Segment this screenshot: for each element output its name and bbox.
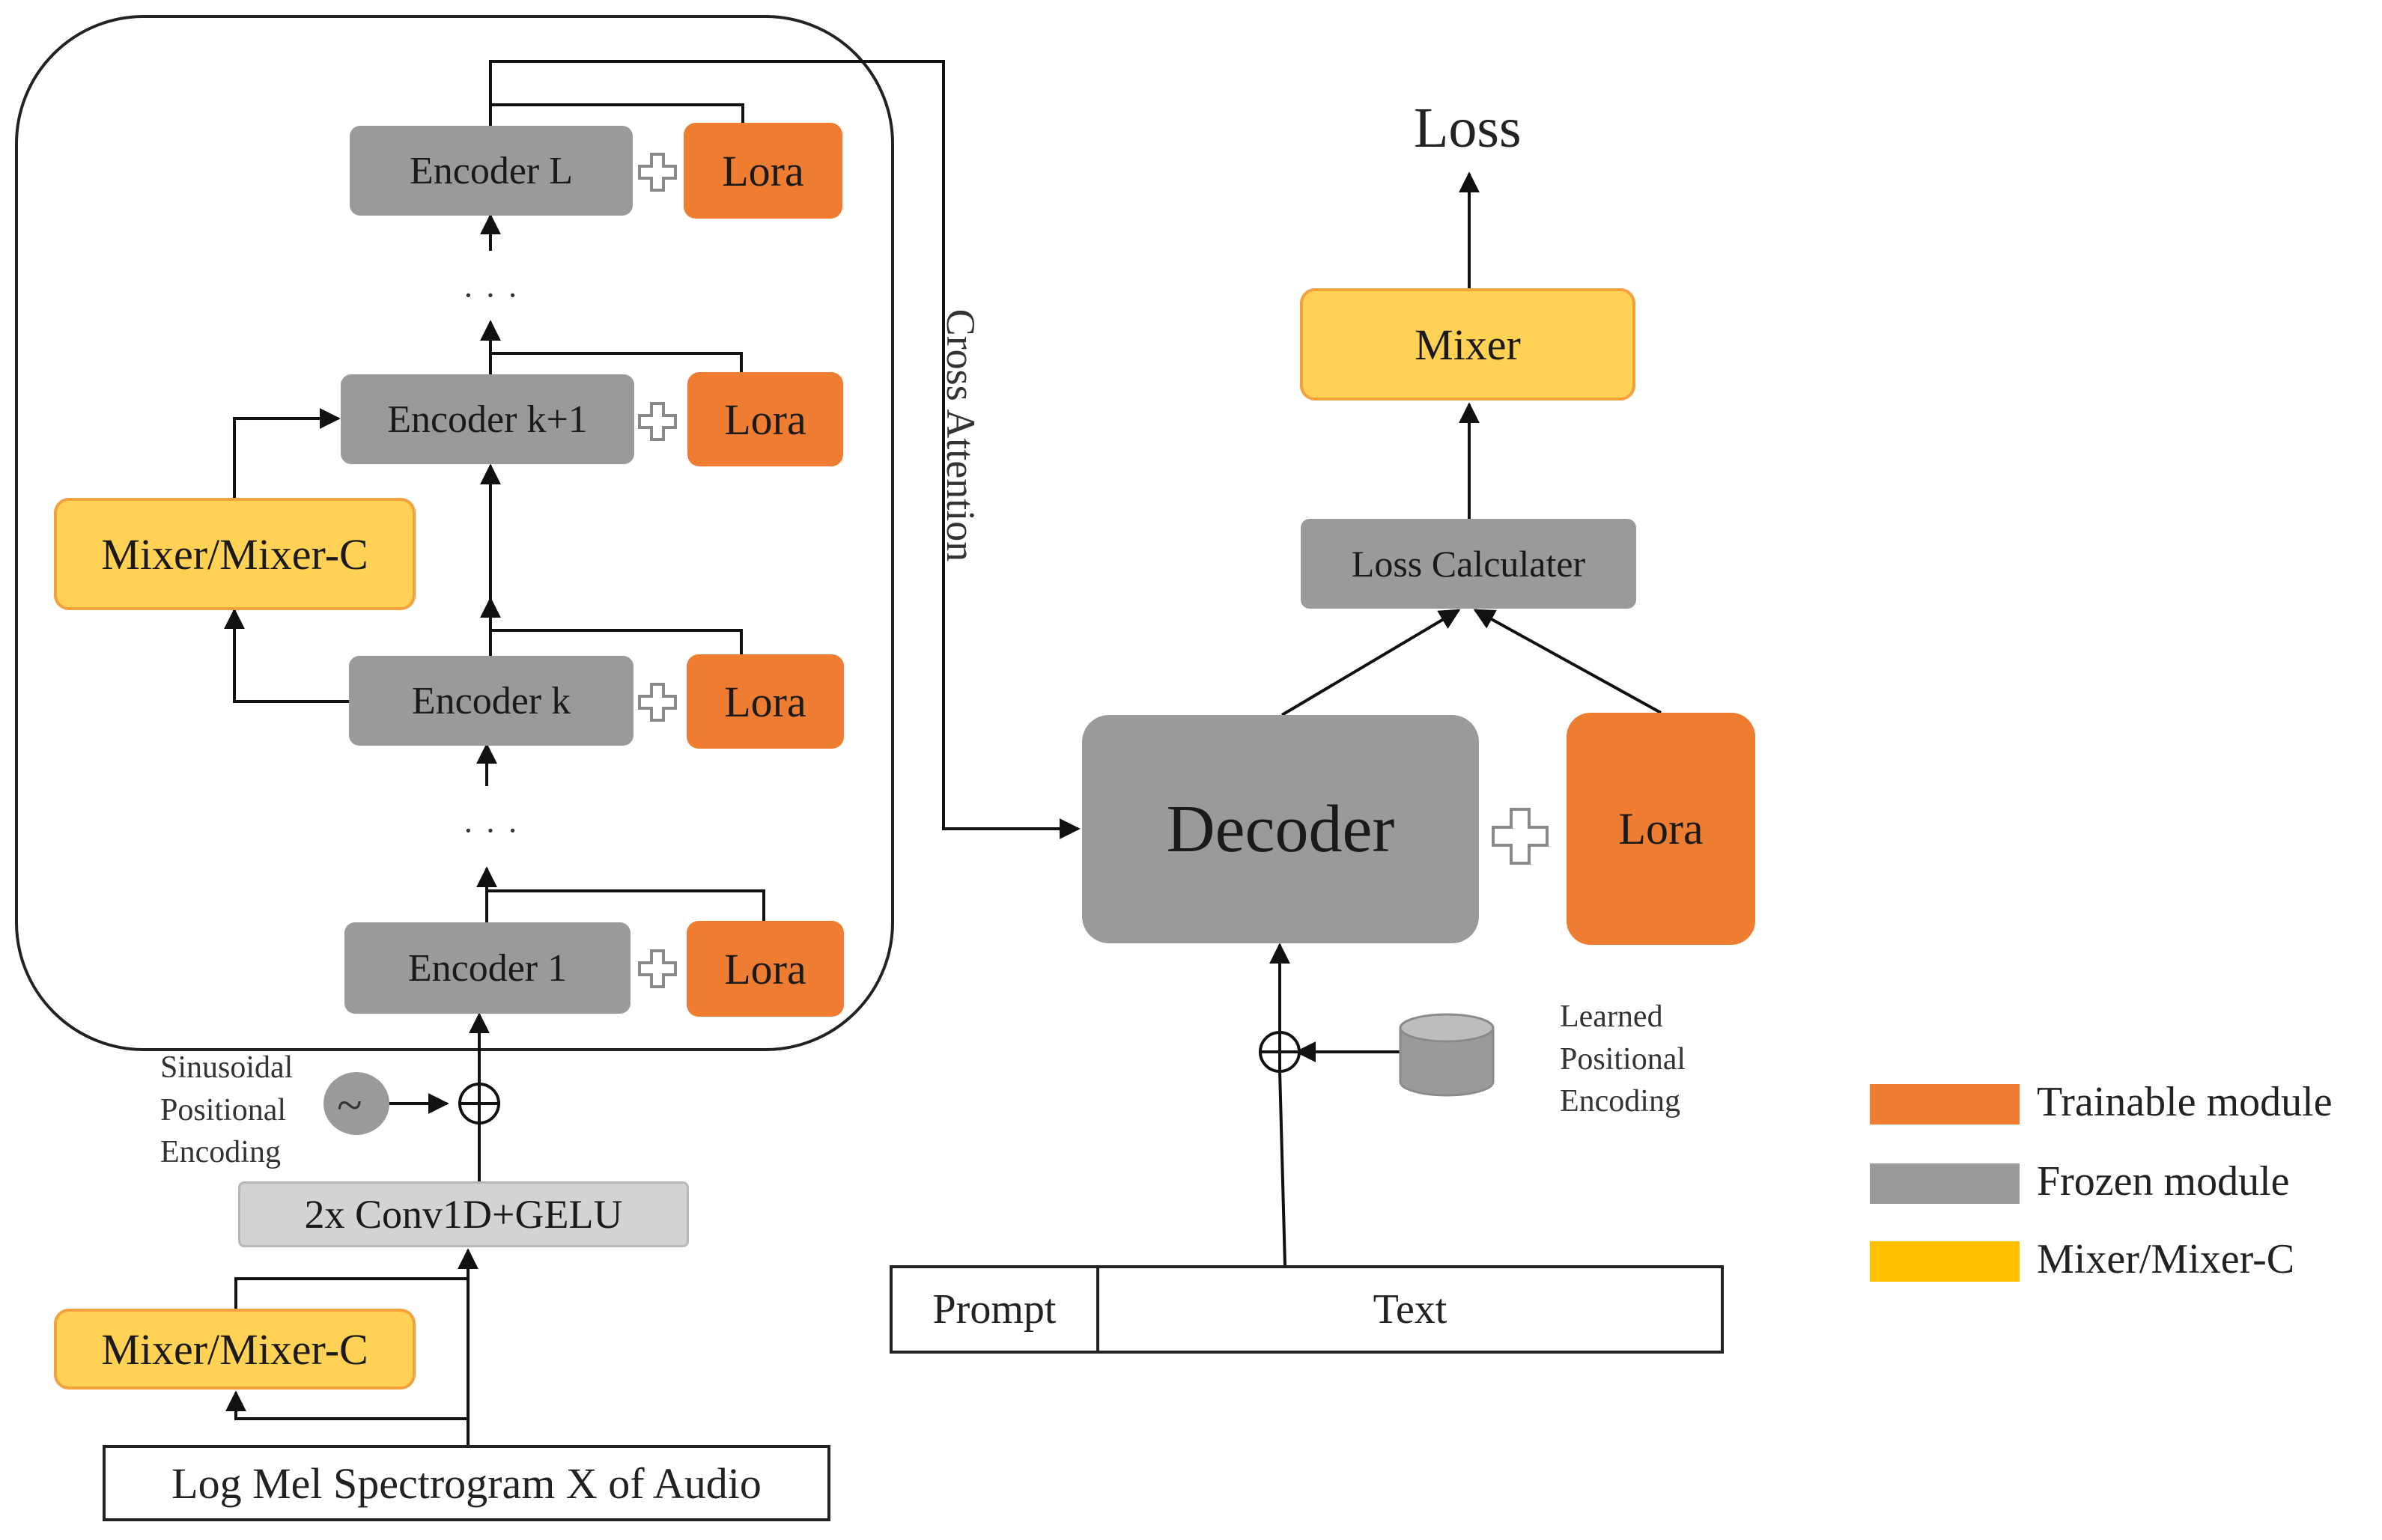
sinusoid-icon [323,1072,389,1135]
legend-swatch-trainable [1870,1084,2020,1124]
residual-lora-k1 [490,352,743,374]
encoder-k1-block: Encoder k+1 [341,374,634,464]
lora-plus-encoder-l [638,153,677,192]
add-symbol-encoder [458,1083,500,1124]
legend-swatch-mixer [1870,1241,2020,1282]
arrow-lora-to-loss-calc [1473,609,1662,714]
prompt-cell: Prompt [890,1265,1099,1354]
text-cell: Text [1096,1265,1724,1354]
residual-lora-1 [487,889,765,922]
tilde-symbol: ~ [337,1080,362,1131]
residual-lora-k [480,597,743,656]
encoder-k1-lora: Lora [687,372,843,466]
arrow-encoder-k-to-mixer [224,608,349,703]
arrow-decoder-to-loss-calc [1280,609,1461,716]
arrow-mixer-to-encoder-k1 [233,408,341,498]
legend-label-mixer: Mixer/Mixer-C [2037,1236,2295,1282]
mixer-lower-block: Mixer/Mixer-C [54,1309,416,1390]
mixer-upper-block: Mixer/Mixer-C [54,498,416,610]
loss-label: Loss [1414,97,1522,159]
learned-encoding-label: Learned Positional Encoding [1560,999,1686,1119]
decoder-block: Decoder [1082,715,1479,943]
lora-plus-encoder-k1 [638,402,677,441]
legend-swatch-frozen [1870,1163,2020,1204]
ellipsis-upper: · · · [463,277,520,314]
mixer-top-block: Mixer [1300,288,1635,401]
arrow-cross-attention [489,60,1081,839]
legend-label-trainable: Trainable module [2037,1079,2333,1125]
loss-calculater-block: Loss Calculater [1301,519,1636,609]
encoder-stack-frame [15,15,894,1051]
arrow-text-to-add [1278,1070,1286,1266]
encoder-k-block: Encoder k [349,656,634,746]
encoder-1-block: Encoder 1 [344,922,631,1014]
decoder-lora: Lora [1567,713,1755,945]
encoder-k-lora: Lora [687,654,844,749]
database-icon [1399,1013,1495,1097]
lora-plus-encoder-1 [638,949,677,988]
encoder-1-lora: Lora [687,921,844,1017]
add-symbol-decoder [1259,1031,1301,1073]
residual-lora-l [490,103,744,126]
input-spectrogram-box: Log Mel Spectrogram X of Audio [103,1445,830,1521]
legend-label-frozen: Frozen module [2037,1158,2290,1205]
lora-plus-encoder-k [638,683,677,722]
arrow-mixer-lower-to-conv [234,1277,468,1309]
ellipsis-lower: · · · [463,812,520,849]
arrow-input-to-mixer-lower [225,1390,468,1420]
conv-gelu-block: 2x Conv1D+GELU [238,1181,689,1247]
encoder-l-lora: Lora [684,123,842,219]
cross-attention-label: Cross Attention [938,308,984,562]
sinusoidal-encoding-label: Sinusoidal Positional Encoding [160,1050,294,1170]
lora-plus-decoder [1492,808,1549,865]
encoder-l-block: Encoder L [350,126,633,216]
